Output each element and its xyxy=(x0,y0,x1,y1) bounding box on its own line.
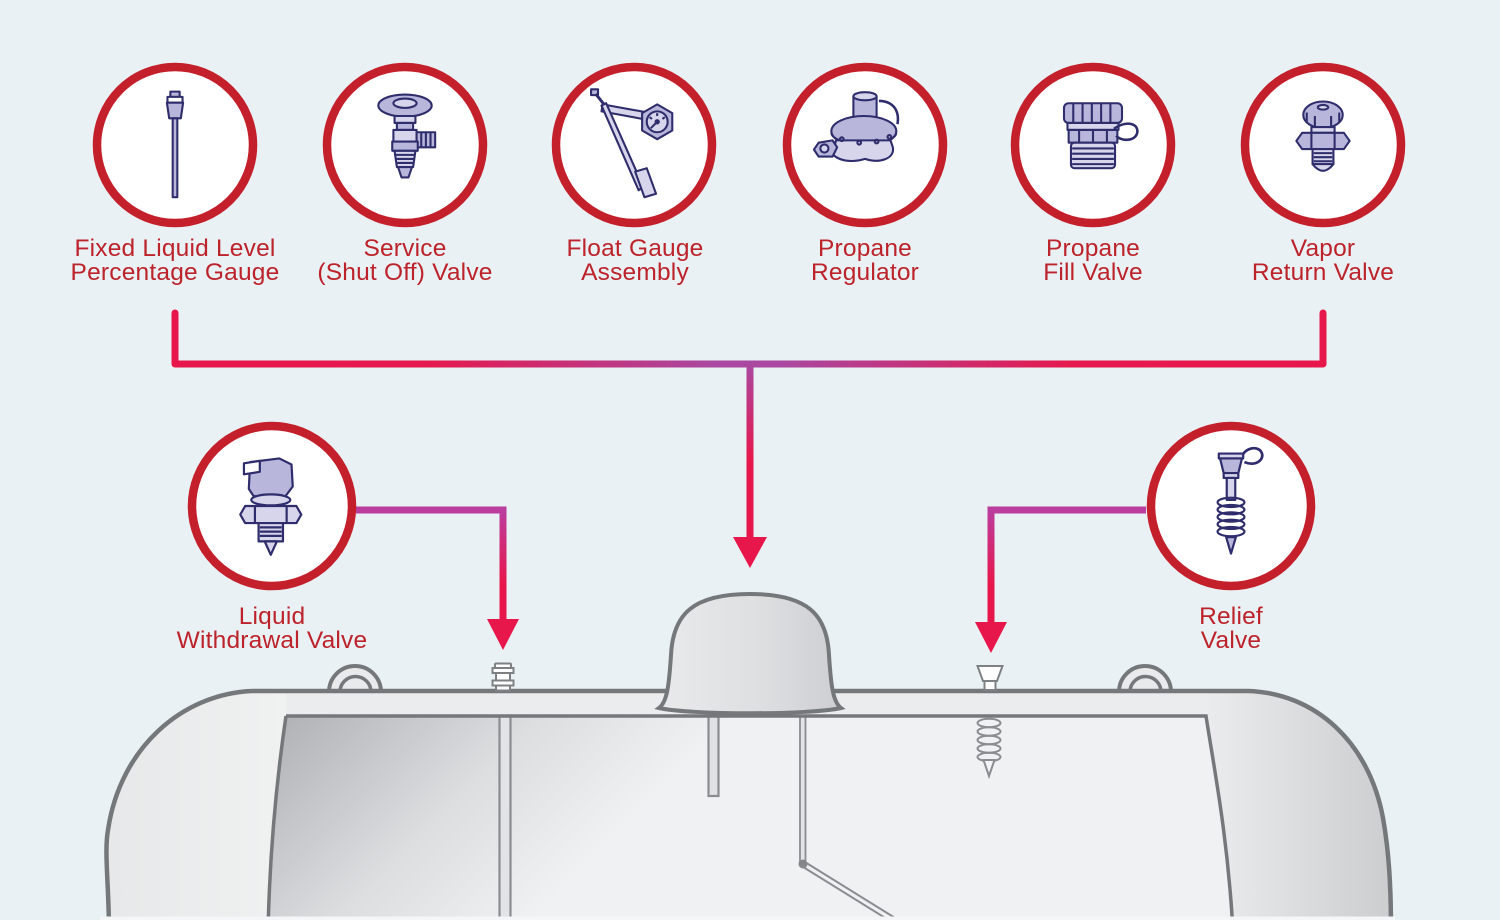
arrowhead-middle xyxy=(733,537,767,568)
label-line: Assembly xyxy=(581,259,689,286)
label-line: Propane xyxy=(817,235,913,262)
float-pivot xyxy=(798,859,808,869)
label-fixed-liquid-level-percentage-gauge: Fixed Liquid Level Percentage Gauge xyxy=(45,235,305,286)
tank-cutaway xyxy=(268,716,1233,920)
circle-float-gauge xyxy=(551,62,717,228)
tank-bottom-crop xyxy=(100,916,1395,920)
lifting-lug-right xyxy=(1117,664,1173,693)
arrowhead-relief xyxy=(975,622,1007,653)
label-line: Valve xyxy=(1200,627,1262,654)
tank-dome xyxy=(654,591,846,716)
float-arm-line2 xyxy=(805,862,901,920)
connector-liquid-withdrawal xyxy=(356,506,519,650)
label-propane-regulator: Propane Regulator xyxy=(735,235,995,286)
connector-relief xyxy=(975,506,1146,653)
tank-endcap-left xyxy=(107,692,286,920)
float-gauge-rod xyxy=(799,715,807,863)
connector-top-bracket xyxy=(171,309,1327,368)
lifting-lug-left xyxy=(327,664,383,693)
label-line: Float Gauge xyxy=(566,235,704,262)
withdrawal-dip-tube xyxy=(498,714,512,920)
propane-tank-illustration xyxy=(100,591,1395,920)
tank-shell-outline xyxy=(104,688,1394,920)
gauge-dip-tube xyxy=(707,714,720,798)
vapor-return-valve-icon xyxy=(1295,100,1351,172)
label-vapor-return-valve: Vapor Return Valve xyxy=(1193,235,1453,286)
relief-spring xyxy=(976,717,1002,780)
label-service-shut-off-valve: Service (Shut Off) Valve xyxy=(275,235,535,286)
relief-valve-icon xyxy=(1216,446,1264,555)
arrowhead-liquid-withdrawal xyxy=(487,619,519,650)
float-gauge-icon xyxy=(590,88,674,199)
tank-cutaway-outline xyxy=(266,714,1235,920)
label-line: Service xyxy=(363,235,447,262)
label-line: Propane xyxy=(1045,235,1141,262)
withdrawal-valve-fitting xyxy=(491,662,515,692)
label-line: Percentage Gauge xyxy=(70,259,280,286)
relief-valve-fitting xyxy=(976,665,1004,691)
label-propane-fill-valve: Propane Fill Valve xyxy=(963,235,1223,286)
label-line: Fixed Liquid Level xyxy=(74,235,276,262)
float-arm-line1 xyxy=(800,865,891,920)
label-float-gauge-assembly: Float Gauge Assembly xyxy=(505,235,765,286)
label-line: Relief xyxy=(1199,603,1263,630)
label-line: Withdrawal Valve xyxy=(176,627,368,654)
label-line: Vapor xyxy=(1290,235,1356,262)
liquid-withdrawal-valve-icon xyxy=(239,457,303,556)
label-line: Return Valve xyxy=(1251,259,1395,286)
label-line: Liquid xyxy=(238,603,306,630)
dip-tube-gauge-icon xyxy=(165,90,185,199)
label-line: (Shut Off) Valve xyxy=(317,259,493,286)
fill-valve-icon xyxy=(1062,102,1139,170)
tank-endcap-right xyxy=(1206,692,1389,920)
label-liquid-withdrawal-valve: Liquid Withdrawal Valve xyxy=(142,603,402,654)
connector-middle-arrow xyxy=(733,364,767,568)
label-line: Regulator xyxy=(810,259,920,286)
handwheel-valve-icon xyxy=(377,93,437,179)
regulator-icon xyxy=(812,91,900,162)
label-relief-valve: Relief Valve xyxy=(1101,603,1361,654)
label-line: Fill Valve xyxy=(1043,259,1143,286)
